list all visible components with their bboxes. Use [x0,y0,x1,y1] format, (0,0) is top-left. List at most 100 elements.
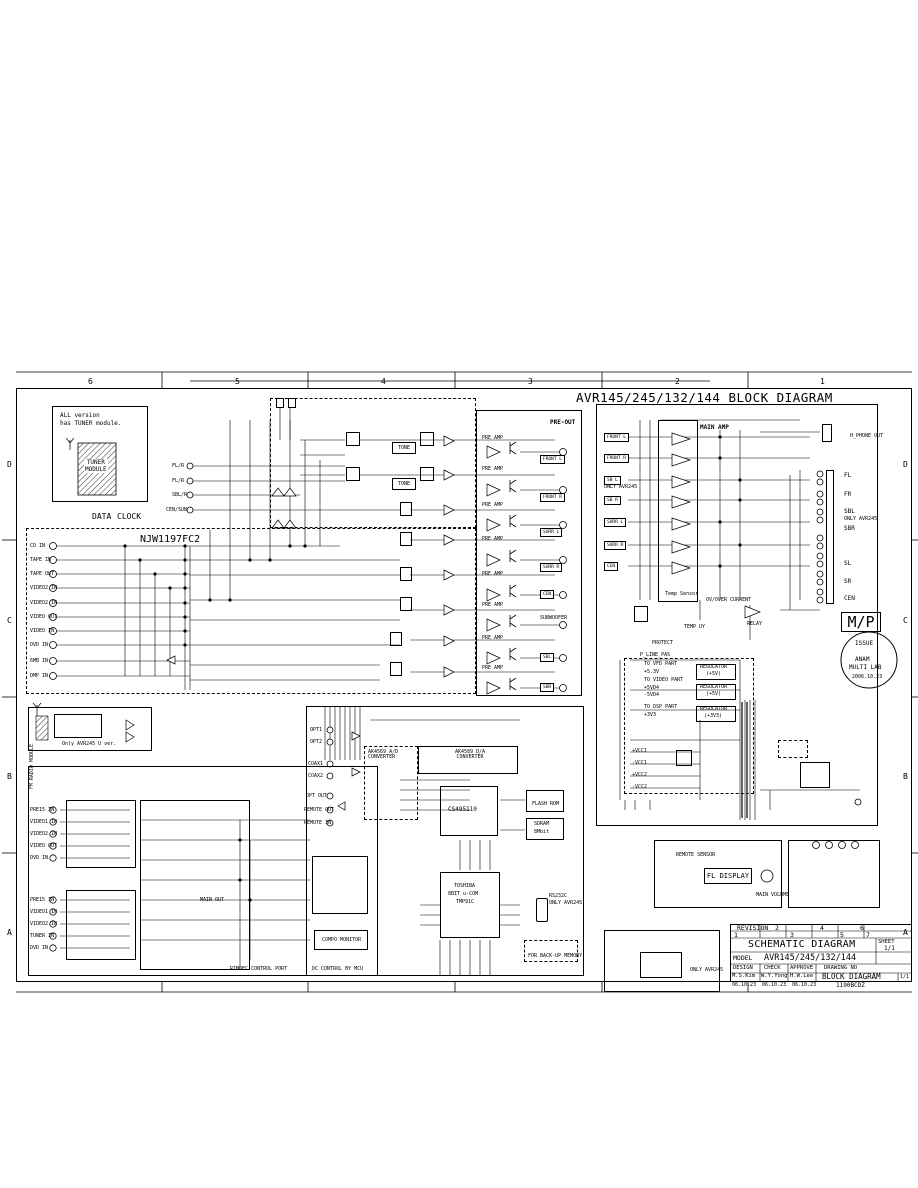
drawing-code: 1190BCDZ [836,982,865,989]
avr245-module-section [604,930,720,992]
video-input: VIDEO2 IN [30,831,58,837]
avr245-module [640,952,682,978]
amp-in-front-r: FRONT R [604,454,629,463]
video-control-label: DC CONTROL BY MCU [312,966,364,972]
mp-logo: M/P [841,612,881,632]
sdram-size: 8Mbit [534,829,550,835]
fuse-block [778,740,808,758]
comp-input: VIDEO2 IN [30,921,58,927]
column-4: 4 [381,377,386,386]
switch-block [346,467,360,481]
njw-ic-label: NJW1197FC2 [140,534,201,545]
revision-col: 1 [734,931,738,939]
temp-sensor-label: Temp Sensor [665,591,699,597]
video-input: DVD IN [30,855,49,861]
fm-module-note: Only AVR245 U ver. [62,741,117,747]
speaker-sbr: SBR [844,525,855,532]
issue-multi-lab: MULTI LAB [849,664,882,671]
pre-amp-label: PRE AMP [482,602,504,608]
tone-block: TONE [392,442,416,454]
pre-out-frame [476,410,582,696]
vfd-voltage: +5.3V [644,669,660,675]
speaker-terminal-block [826,470,834,604]
revision-col: 6 [860,924,864,932]
power-section [624,658,754,794]
clock-label: CLOCK [117,512,142,521]
drawing-name: BLOCK DIAGRAM [822,972,881,981]
input-label: VIDEO2 IN [30,600,58,606]
rectifier [676,750,692,766]
issue-anam: ANAM [855,656,870,663]
dsp-chip [440,786,498,836]
to-video-label: TO VIDEO PART [644,677,684,683]
sheet-label: SHEET [878,939,895,945]
mcu-line1: TOSHIBA [454,883,476,889]
overcurrent-label: OV/OVER CURRENT [706,597,752,603]
issue-label: ISSUE [855,640,874,647]
drawing-no-label: DRAWING NO [824,965,858,971]
column-3: 3 [528,377,533,386]
row-b-left: B [7,772,12,781]
revision-col: 2 [775,924,779,932]
regulator-3 [696,706,736,722]
eeprom-block [524,940,578,962]
regulator-2-label: REGULATOR [700,684,728,690]
compo-monitor-label: COMPO MONITOR [322,937,362,943]
vcc2-pos: +VCC2 [632,772,648,778]
diagram-title: AVR145/245/132/144 BLOCK DIAGRAM [576,390,833,405]
comp-input: DVD IN [30,945,49,951]
revision-col: 4 [820,924,824,932]
main-amp-label: MAIN AMP [700,424,729,431]
video-switch-1 [66,800,136,868]
column-2: 2 [675,377,680,386]
pre-amp-label: PRE AMP [482,502,504,508]
remote-out: REMOTE OUT [304,807,335,813]
tone-block: TONE [392,478,416,490]
comp-input: VIDEO1 IN [30,909,58,915]
temp-uv-label: TEMP UY [684,624,706,630]
column-6: 6 [88,377,93,386]
drawing-frame [16,388,912,982]
video-main-out: MAIN OUT [200,897,225,903]
headphone-out: H_PHONE OUT [850,433,884,439]
approve-date: 06.10.23 [792,982,817,988]
title-block [730,924,912,982]
tuner-module-label: TUNER MODULE [84,459,108,473]
power-relay-block [800,762,830,788]
mcu-chip [440,872,500,938]
speaker-sbl: SBL [844,508,855,515]
pre-out-subwoofer: SUBWOOFER [540,615,568,621]
speaker-fr: FR [844,491,852,498]
main-amp-section [596,404,878,826]
video-input: VIDEO1 IN [30,819,58,825]
video-switch-2 [66,890,136,960]
video-hi-out-label: RIMOEC CONTROL PORT [230,966,288,972]
amp-sb-note: ONLY AVR245 [604,484,638,490]
input-label: DMP IN [30,673,49,679]
row-d-right: D [903,460,908,469]
digital-output: OPT OUT [306,793,328,799]
row-c-right: C [903,616,908,625]
pre-amp-label: PRE AMP [482,635,504,641]
issue-date: 2006.10.23 [852,674,883,680]
speaker-sr: SR [844,578,852,585]
column-1: 1 [820,377,825,386]
adc-label: AK4569 A/D CONVERTER [368,749,399,760]
video-voltage-neg: -5VD4 [644,692,660,698]
tuner-note-box [52,406,148,502]
pre-out-front-r: FRONT R [540,493,565,502]
pre-amp-label: PRE AMP [482,435,504,441]
selector-input: SBL/R [172,492,188,498]
revision-label: REVISION [737,924,769,932]
main-volume-label: MAIN VOLUME [756,892,790,898]
input-label: 6MB IN [30,658,49,664]
avr245-only-label: ONLY AVR245 [690,967,724,973]
preamp-area [270,398,476,528]
pre-amp-label: PRE AMP [482,536,504,542]
amp-in-surr-l: SURR L [604,518,627,527]
remote-sensor-label: REMOTE SENSOR [676,852,716,858]
speaker-sbl-note: ONLY AVR245 [844,516,878,522]
switch-block [400,532,412,546]
protect-label: PROTECT [652,640,674,646]
switch-block [390,662,402,676]
